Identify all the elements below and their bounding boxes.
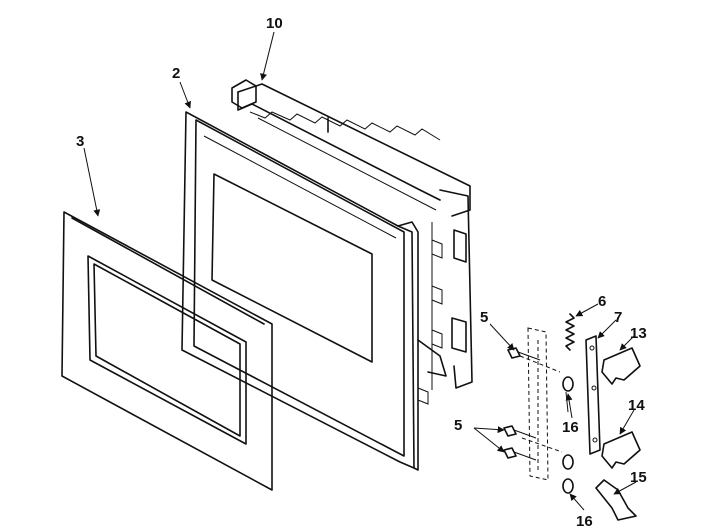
bushings — [562, 376, 574, 494]
callout-15: 15 — [630, 469, 647, 486]
part-2-inner-door — [181, 111, 429, 471]
latch-assembly — [503, 313, 641, 521]
callout-10: 10 — [266, 15, 283, 32]
screw-upper — [507, 347, 541, 361]
latch-hook-upper — [601, 347, 641, 385]
callout-5-upper: 5 — [480, 309, 488, 326]
callout-16-lower: 16 — [576, 513, 593, 530]
callout-3: 3 — [76, 133, 84, 150]
leader-lines — [83, 31, 637, 511]
part-3-outer-door — [61, 211, 273, 491]
callout-6: 6 — [598, 293, 606, 310]
callout-13: 13 — [630, 325, 647, 342]
callout-7: 7 — [614, 309, 622, 326]
part-10-frame — [231, 79, 473, 390]
callout-16-upper: 16 — [562, 419, 579, 436]
spring — [565, 313, 575, 351]
screw-lower — [503, 447, 537, 461]
screw-middle — [503, 425, 537, 439]
callout-5-lower: 5 — [454, 417, 462, 434]
latch-hook-lower — [601, 431, 641, 469]
callout-2: 2 — [172, 65, 180, 82]
callout-labels: 10 2 3 5 5 6 7 13 14 15 16 16 — [76, 15, 647, 530]
latch-bar — [585, 335, 601, 455]
latch-lever — [595, 479, 637, 521]
callout-14: 14 — [628, 397, 645, 414]
